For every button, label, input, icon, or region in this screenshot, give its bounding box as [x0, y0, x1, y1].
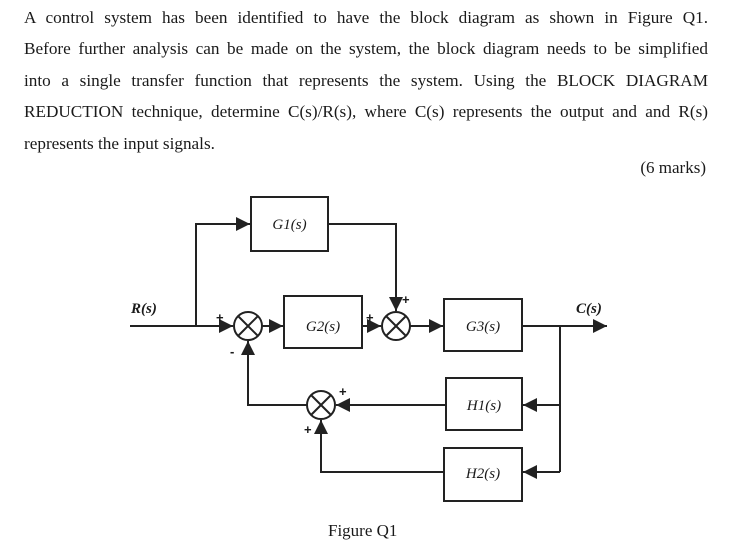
block-h2: H2(s): [443, 447, 523, 502]
block-g3-label: G3(s): [466, 319, 500, 335]
question-line-4: REDUCTION technique, determine C(s)/R(s)…: [24, 102, 708, 122]
block-h1: H1(s): [445, 377, 523, 431]
marks-label: (6 marks): [640, 158, 706, 177]
summing-junction-2: [381, 311, 411, 341]
input-signal-label: R(s): [130, 301, 157, 317]
h2-to-s3-wire: [314, 420, 444, 473]
block-h2-label: H2(s): [465, 466, 500, 482]
s2-plus-top-sign: +: [402, 292, 410, 307]
s3-plus-right-sign: +: [339, 384, 347, 399]
block-g2-label: G2(s): [306, 319, 340, 335]
output-signal-label: C(s): [576, 301, 602, 317]
block-g1-label: G1(s): [272, 217, 306, 233]
g1-output-wire: [328, 223, 403, 311]
question-text: A control system has been identified to …: [24, 2, 708, 159]
s3-to-s1-wire: [241, 341, 307, 406]
block-g1: G1(s): [250, 196, 329, 252]
s3-plus-bottom-sign: +: [304, 422, 312, 437]
block-g2: G2(s): [283, 295, 363, 349]
question-line-2: Before further analysis can be made on t…: [24, 39, 708, 59]
g1-input-wire: [195, 217, 250, 326]
s2-plus-main-sign: +: [366, 310, 374, 325]
block-h1-label: H1(s): [466, 398, 501, 414]
s1-minus-sign: -: [230, 344, 234, 359]
summing-junction-1: [233, 311, 263, 341]
summing-junction-3: [306, 390, 336, 420]
question-line-5: represents the input signals.: [24, 133, 215, 153]
question-line-1: A control system has been identified to …: [24, 8, 708, 27]
block-g3: G3(s): [443, 298, 523, 352]
question-line-3: into a single transfer function that rep…: [24, 70, 708, 90]
figure-caption: Figure Q1: [328, 521, 398, 540]
s1-plus-sign: +: [216, 310, 224, 325]
